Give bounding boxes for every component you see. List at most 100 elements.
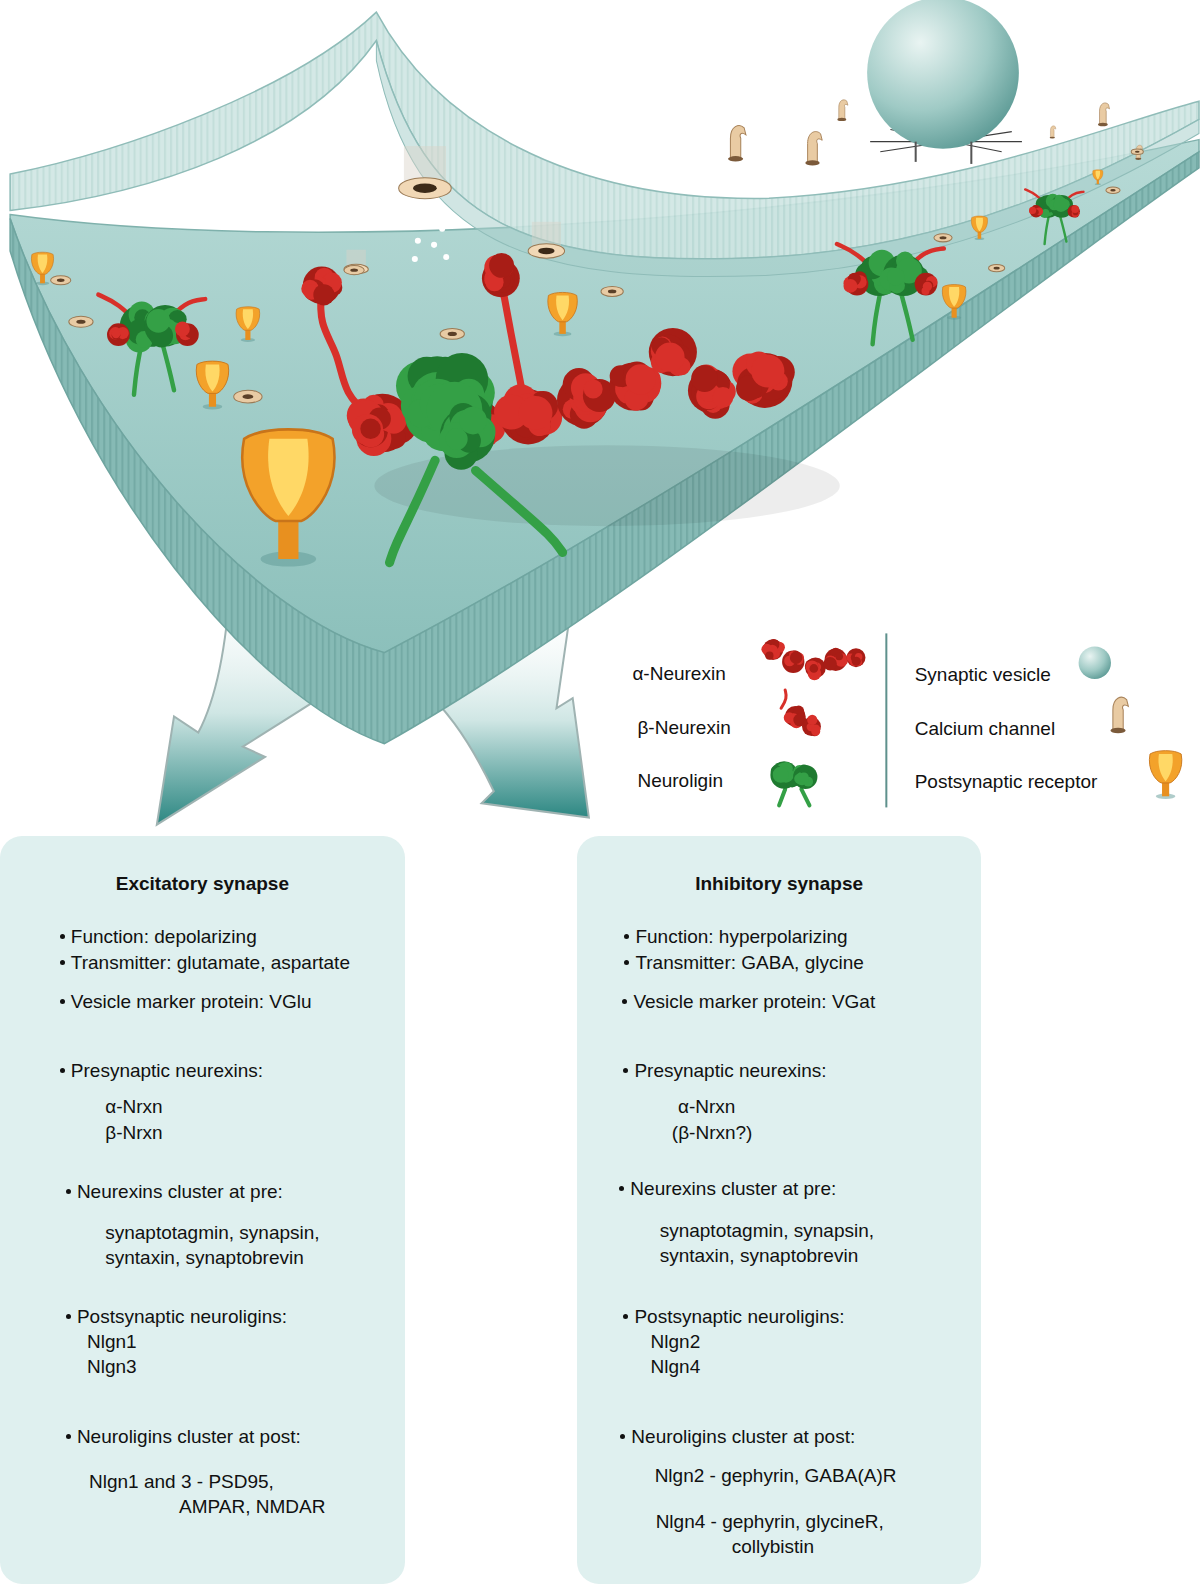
legend-label: Neuroligin: [637, 768, 723, 793]
bullet-text: Transmitter: GABA, glycine: [635, 950, 863, 975]
neurexin-neuroligin-complex: [146, 309, 170, 333]
postsynaptic-receptor: [971, 216, 987, 240]
synaptic-vesicle: [867, 0, 1022, 164]
neurexin-neuroligin-complex: [175, 322, 190, 337]
neurexin-neuroligin-complex: [301, 253, 840, 563]
neurexin-neuroligin-complex: [374, 445, 839, 526]
neurexin-neuroligin-complex: [459, 407, 487, 435]
legend-icon: [805, 659, 819, 673]
calcium-channel: [1098, 103, 1110, 126]
bullet: [60, 999, 65, 1004]
bullet-text: Nlgn4: [651, 1354, 701, 1379]
legend-icon: [835, 652, 843, 660]
postsynaptic-receptor: [38, 254, 48, 273]
postsynaptic-receptor: [942, 285, 966, 308]
calcium-channel: [1050, 137, 1055, 139]
postsynaptic-receptor: [243, 309, 253, 329]
bullet: [620, 1434, 625, 1439]
neurexin-neuroligin-complex: [1054, 197, 1069, 212]
bullet: [619, 1186, 624, 1191]
legend-label: α-Neurexin: [632, 661, 725, 686]
neurexin-neuroligin-complex: [923, 282, 932, 291]
bullet: [622, 999, 627, 1004]
bullet-text: Nlgn2 - gephyrin, GABA(A)R: [655, 1463, 969, 1488]
calcium-channel: [839, 100, 848, 120]
calcium-channel: [1100, 103, 1110, 125]
calcium-channel: [1050, 126, 1055, 138]
neurexin-neuroligin-complex: [649, 328, 697, 376]
bullet-text: Postsynaptic neuroligins:: [634, 1304, 844, 1329]
transmitter-molecule: [406, 211, 412, 217]
postsynaptic-receptor: [196, 361, 228, 409]
neurexin-neuroligin-complex: [107, 323, 130, 346]
postsynaptic-receptor: [949, 287, 959, 307]
calcium-channel: [728, 100, 1143, 166]
postsynaptic-receptor: [236, 307, 260, 330]
neurexin-neuroligin-complex: [313, 284, 334, 305]
calcium-channel: [730, 126, 745, 159]
neurexin-neuroligin-complex: [476, 470, 563, 552]
bullet: [623, 1314, 628, 1319]
legend-icon: [807, 715, 817, 725]
membrane-channel: [243, 394, 254, 399]
membrane-channel: [601, 286, 623, 296]
neurexin-neuroligin-complex: [609, 362, 657, 410]
membrane-channel: [1135, 151, 1140, 153]
legend-icon: [1079, 647, 1111, 679]
membrane-channel: [69, 316, 93, 327]
legend-icon: [761, 639, 1181, 805]
legend-label: Synaptic vesicle: [915, 662, 1051, 687]
bullet-text: Postsynaptic neuroligins:: [77, 1304, 287, 1329]
membrane-channel: [608, 290, 616, 294]
neurexin-neuroligin-complex: [1071, 205, 1079, 213]
membrane-channel: [1110, 189, 1115, 191]
legend-icon: [782, 651, 804, 673]
release-site: [344, 146, 565, 274]
calcium-channel: [837, 100, 848, 121]
bullet-text: Function: depolarizing: [71, 924, 257, 949]
box-heading: Inhibitory synapse: [577, 871, 982, 896]
bullet-text: (β-Nrxn?): [672, 1120, 753, 1145]
bullet-text: Nlgn1 and 3 - PSD95, AMPAR, NMDAR: [89, 1469, 347, 1519]
membrane-channel: [940, 236, 947, 239]
transmitter-molecule: [443, 254, 449, 260]
postsynaptic-receptor: [242, 429, 334, 566]
legend-label: β-Neurexin: [637, 715, 730, 740]
membrane-channel: [350, 268, 358, 271]
legend-label: Calcium channel: [915, 716, 1055, 741]
postsynaptic-receptor: [1096, 171, 1101, 180]
release-site: [538, 248, 554, 255]
info-box: Inhibitory synapseFunction: hyperpolariz…: [577, 836, 982, 1585]
membrane-channel: [934, 234, 952, 242]
postsynaptic-receptor: [556, 295, 569, 320]
legend-icon: [847, 648, 866, 667]
legend-icon: [790, 651, 803, 664]
membrane-channel: [51, 149, 1144, 403]
membrane-channel: [448, 332, 457, 336]
legend-icon: [801, 789, 809, 805]
neurexin-neuroligin-complex: [98, 189, 1083, 394]
legend-icon: [779, 789, 785, 805]
bullet: [623, 1068, 628, 1073]
bullet-text: α-Nrxn: [105, 1094, 162, 1119]
postsynaptic-receptor: [548, 292, 578, 321]
transmitter-molecule: [412, 256, 418, 262]
postsynaptic-receptor: [31, 170, 1103, 567]
box-heading: Excitatory synapse: [0, 871, 405, 896]
bullet-text: Nlgn4 - gephyrin, glycineR, collybistin: [656, 1509, 960, 1559]
neurexin-neuroligin-complex: [360, 419, 380, 439]
legend-icon: [795, 772, 808, 785]
legend-icon: [799, 772, 809, 782]
legend-icon: [765, 652, 773, 660]
postsynaptic-receptor: [1093, 170, 1103, 180]
membrane-channel: [344, 266, 364, 275]
postsynaptic-receptor: [942, 285, 966, 320]
membrane-channel: [57, 279, 65, 282]
legend-icon: [1110, 697, 1128, 733]
transmitter-molecule: [406, 202, 450, 262]
membrane-channel: [1106, 187, 1120, 193]
synaptic-vesicle: [867, 0, 1019, 149]
bullet-text: Neuroligins cluster at post:: [77, 1424, 301, 1449]
bullet-text: Presynaptic neurexins:: [634, 1058, 826, 1083]
neurexin-neuroligin-complex: [691, 365, 718, 392]
